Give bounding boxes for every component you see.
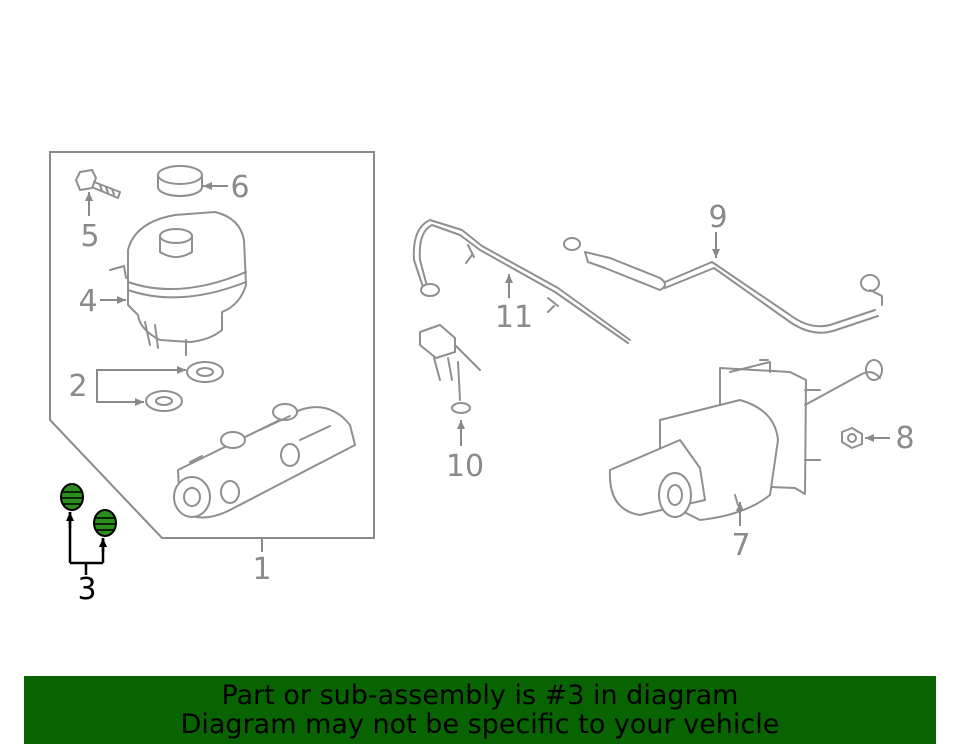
banner-line-2: Diagram may not be specific to your vehi… [180,709,780,740]
callout-7: 7 [731,528,750,563]
brake-tube-part-9[interactable] [563,237,883,334]
reservoir-part-4[interactable] [109,211,247,356]
seal-part-2-upper[interactable] [186,361,224,383]
callout-1: 1 [252,552,271,587]
plug-part-3-left[interactable] [60,483,84,511]
callout-10: 10 [446,449,484,484]
callout-6: 6 [230,170,249,205]
master-cylinder-part-1[interactable] [173,403,356,519]
banner-line-1: Part or sub-assembly is #3 in diagram [221,680,739,711]
callout-3: 3 [77,572,96,607]
callout-4: 4 [78,284,97,319]
leader-2-upper [96,366,186,385]
callout-8: 8 [895,421,914,456]
plug-part-3-right[interactable] [93,509,117,537]
nut-part-8[interactable] [841,427,863,449]
callout-9: 9 [708,200,727,235]
bolt-part-5[interactable] [75,169,121,199]
booster-part-7[interactable] [608,359,883,521]
assembly-boundary [49,151,375,539]
leader-3 [68,512,105,575]
callout-11: 11 [495,300,533,335]
info-banner: Part or sub-assembly is #3 in diagram Di… [24,676,936,744]
callout-2: 2 [68,369,87,404]
brake-line-part-11[interactable] [412,219,631,344]
cap-part-6[interactable] [157,165,203,197]
callout-5: 5 [80,219,99,254]
seal-part-2-lower[interactable] [145,390,183,412]
leader-2-lower [96,385,144,406]
parts-diagram: 5 6 4 2 1 3 9 11 10 7 8 [49,151,915,607]
sensor-part-10[interactable] [419,324,481,414]
